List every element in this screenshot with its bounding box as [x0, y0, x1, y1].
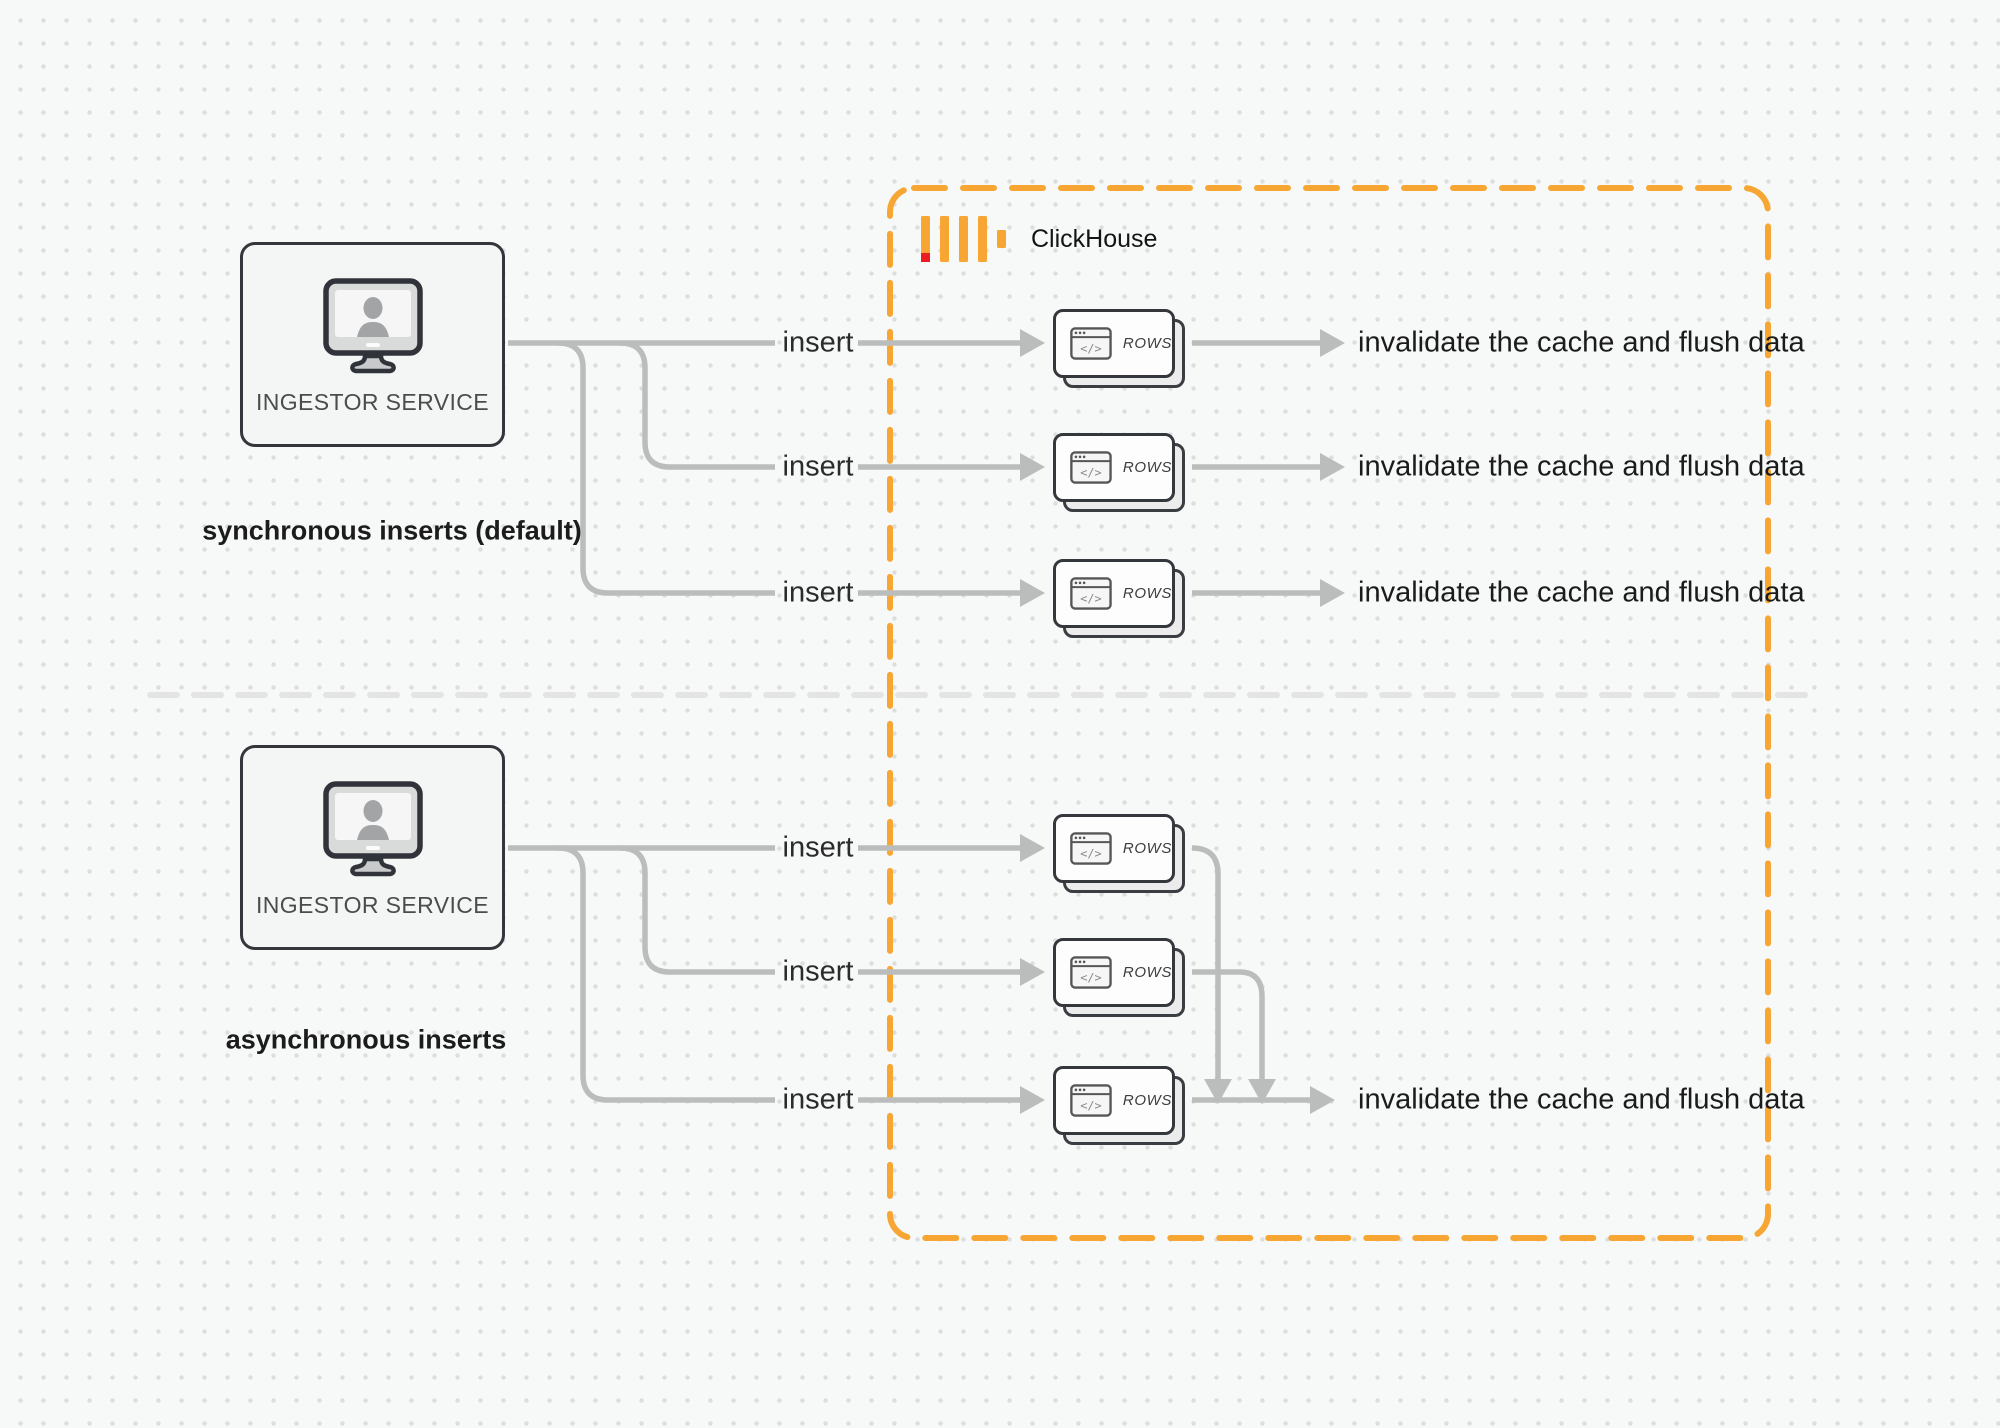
code-window-icon: </>: [1070, 451, 1112, 484]
sync-arrowheads: [1020, 329, 1345, 607]
async-service-label: INGESTOR SERVICE: [255, 892, 490, 918]
sync-connectors: [508, 340, 1321, 596]
sync-insert-label-1: insert: [782, 326, 854, 359]
arrowhead-icon: [1020, 958, 1045, 986]
code-window-icon: </>: [1070, 327, 1112, 360]
card-front: </> ROWS: [1053, 938, 1175, 1007]
arrowhead-down-icon: [1248, 1079, 1276, 1104]
async-insert-label-2: insert: [782, 955, 854, 988]
sync-rows-card-1: </> ROWS: [1053, 309, 1185, 388]
sync-result-label-2: invalidate the cache and flush data: [1358, 450, 1805, 483]
sync-ingestor-service-box: INGESTOR SERVICE: [240, 242, 505, 447]
clickhouse-boundary: [887, 185, 1771, 1241]
arrowhead-icon: [1320, 579, 1345, 607]
arrowhead-icon: [1020, 1086, 1045, 1114]
async-insert-label-1: insert: [782, 831, 854, 864]
async-rows-card-2: </> ROWS: [1053, 938, 1185, 1017]
async-connectors: [508, 845, 1311, 1103]
monitor-user-icon: [322, 278, 423, 374]
sync-insert-label-3: insert: [782, 576, 854, 609]
monitor-user-icon: [322, 781, 423, 877]
arrowhead-icon: [1020, 834, 1045, 862]
card-front: </> ROWS: [1053, 814, 1175, 883]
svg-text:</>: </>: [1080, 342, 1101, 356]
async-rows-card-1: </> ROWS: [1053, 814, 1185, 893]
code-window-icon: </>: [1070, 1084, 1112, 1117]
sync-branch-row2: [619, 340, 775, 470]
svg-text:</>: </>: [1080, 847, 1101, 861]
svg-text:</>: </>: [1080, 466, 1101, 480]
async-arrowheads: [1020, 834, 1335, 1114]
async-branch-row3: [557, 845, 775, 1103]
sync-rows-card-2: </> ROWS: [1053, 433, 1185, 512]
arrowhead-icon: [1320, 453, 1345, 481]
arrowhead-icon: [1020, 579, 1045, 607]
rows-card-label: ROWS: [1122, 585, 1172, 602]
rows-card-label: ROWS: [1122, 459, 1172, 476]
sync-caption: synchronous inserts (default): [202, 515, 582, 546]
rows-card-label: ROWS: [1122, 1092, 1172, 1109]
sync-rows-card-3: </> ROWS: [1053, 559, 1185, 638]
rows-card-label: ROWS: [1122, 335, 1172, 352]
arrowhead-down-icon: [1204, 1079, 1232, 1104]
async-row2-flush-line: [1192, 969, 1265, 1081]
sync-branch-row3: [557, 340, 775, 596]
arrowhead-icon: [1020, 329, 1045, 357]
code-window-icon: </>: [1070, 577, 1112, 610]
rows-card-label: ROWS: [1122, 964, 1172, 981]
svg-text:</>: </>: [1080, 592, 1101, 606]
async-ingestor-service-box: INGESTOR SERVICE: [240, 745, 505, 950]
card-front: </> ROWS: [1053, 433, 1175, 502]
svg-text:</>: </>: [1080, 1099, 1101, 1113]
arrowhead-icon: [1320, 329, 1345, 357]
arrowhead-icon: [1020, 453, 1045, 481]
sync-insert-label-2: insert: [782, 450, 854, 483]
svg-text:</>: </>: [1080, 971, 1101, 985]
rows-card-label: ROWS: [1122, 840, 1172, 857]
sync-result-label-3: invalidate the cache and flush data: [1358, 576, 1805, 609]
code-window-icon: </>: [1070, 832, 1112, 865]
card-front: </> ROWS: [1053, 1066, 1175, 1135]
card-front: </> ROWS: [1053, 559, 1175, 628]
code-window-icon: </>: [1070, 956, 1112, 989]
card-front: </> ROWS: [1053, 309, 1175, 378]
async-rows-card-3: </> ROWS: [1053, 1066, 1185, 1145]
async-caption: asynchronous inserts: [225, 1024, 507, 1055]
arrowhead-icon: [1310, 1086, 1335, 1114]
clickhouse-label: ClickHouse: [1031, 224, 1158, 253]
clickhouse-logo-icon: [921, 216, 1006, 262]
clickhouse-logo: ClickHouse: [921, 215, 1157, 263]
async-result-label: invalidate the cache and flush data: [1358, 1083, 1805, 1116]
async-insert-label-3: insert: [782, 1083, 854, 1116]
sync-service-label: INGESTOR SERVICE: [255, 389, 490, 415]
async-row1-flush-line: [1191, 845, 1221, 1081]
async-branch-row2: [619, 845, 775, 975]
sync-result-label-1: invalidate the cache and flush data: [1358, 326, 1805, 359]
